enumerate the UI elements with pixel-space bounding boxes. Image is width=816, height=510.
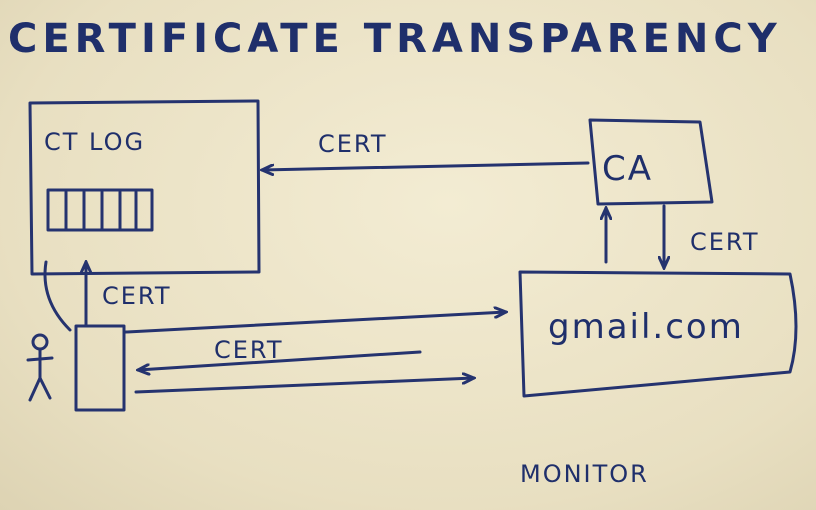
ct-log-node: CT LOG [28,99,261,276]
ca-to-log-arrow [262,161,590,170]
user-figure [26,333,54,402]
server-to-client-arrow [138,350,422,370]
ca-label: CA [602,149,653,189]
ca-node: CA [588,118,714,206]
ca-to-log-label: CERT [318,130,388,158]
client-to-log-label: CERT [102,282,172,310]
client-to-server-arrow-2 [134,378,474,394]
ct-log-label: CT LOG [44,128,145,156]
server-node: gmail.com [518,270,798,398]
ca-to-server-label: CERT [690,228,760,256]
log-entries [46,188,154,232]
server-label: gmail.com [548,307,744,347]
browser-node [74,324,126,412]
monitor-label: MONITOR [520,460,649,488]
server-to-client-label: CERT [214,336,284,364]
client-to-server-arrow [124,312,506,334]
diagram-title: CERTIFICATE TRANSPARENCY [8,16,782,62]
log-to-client-curve [43,260,72,332]
